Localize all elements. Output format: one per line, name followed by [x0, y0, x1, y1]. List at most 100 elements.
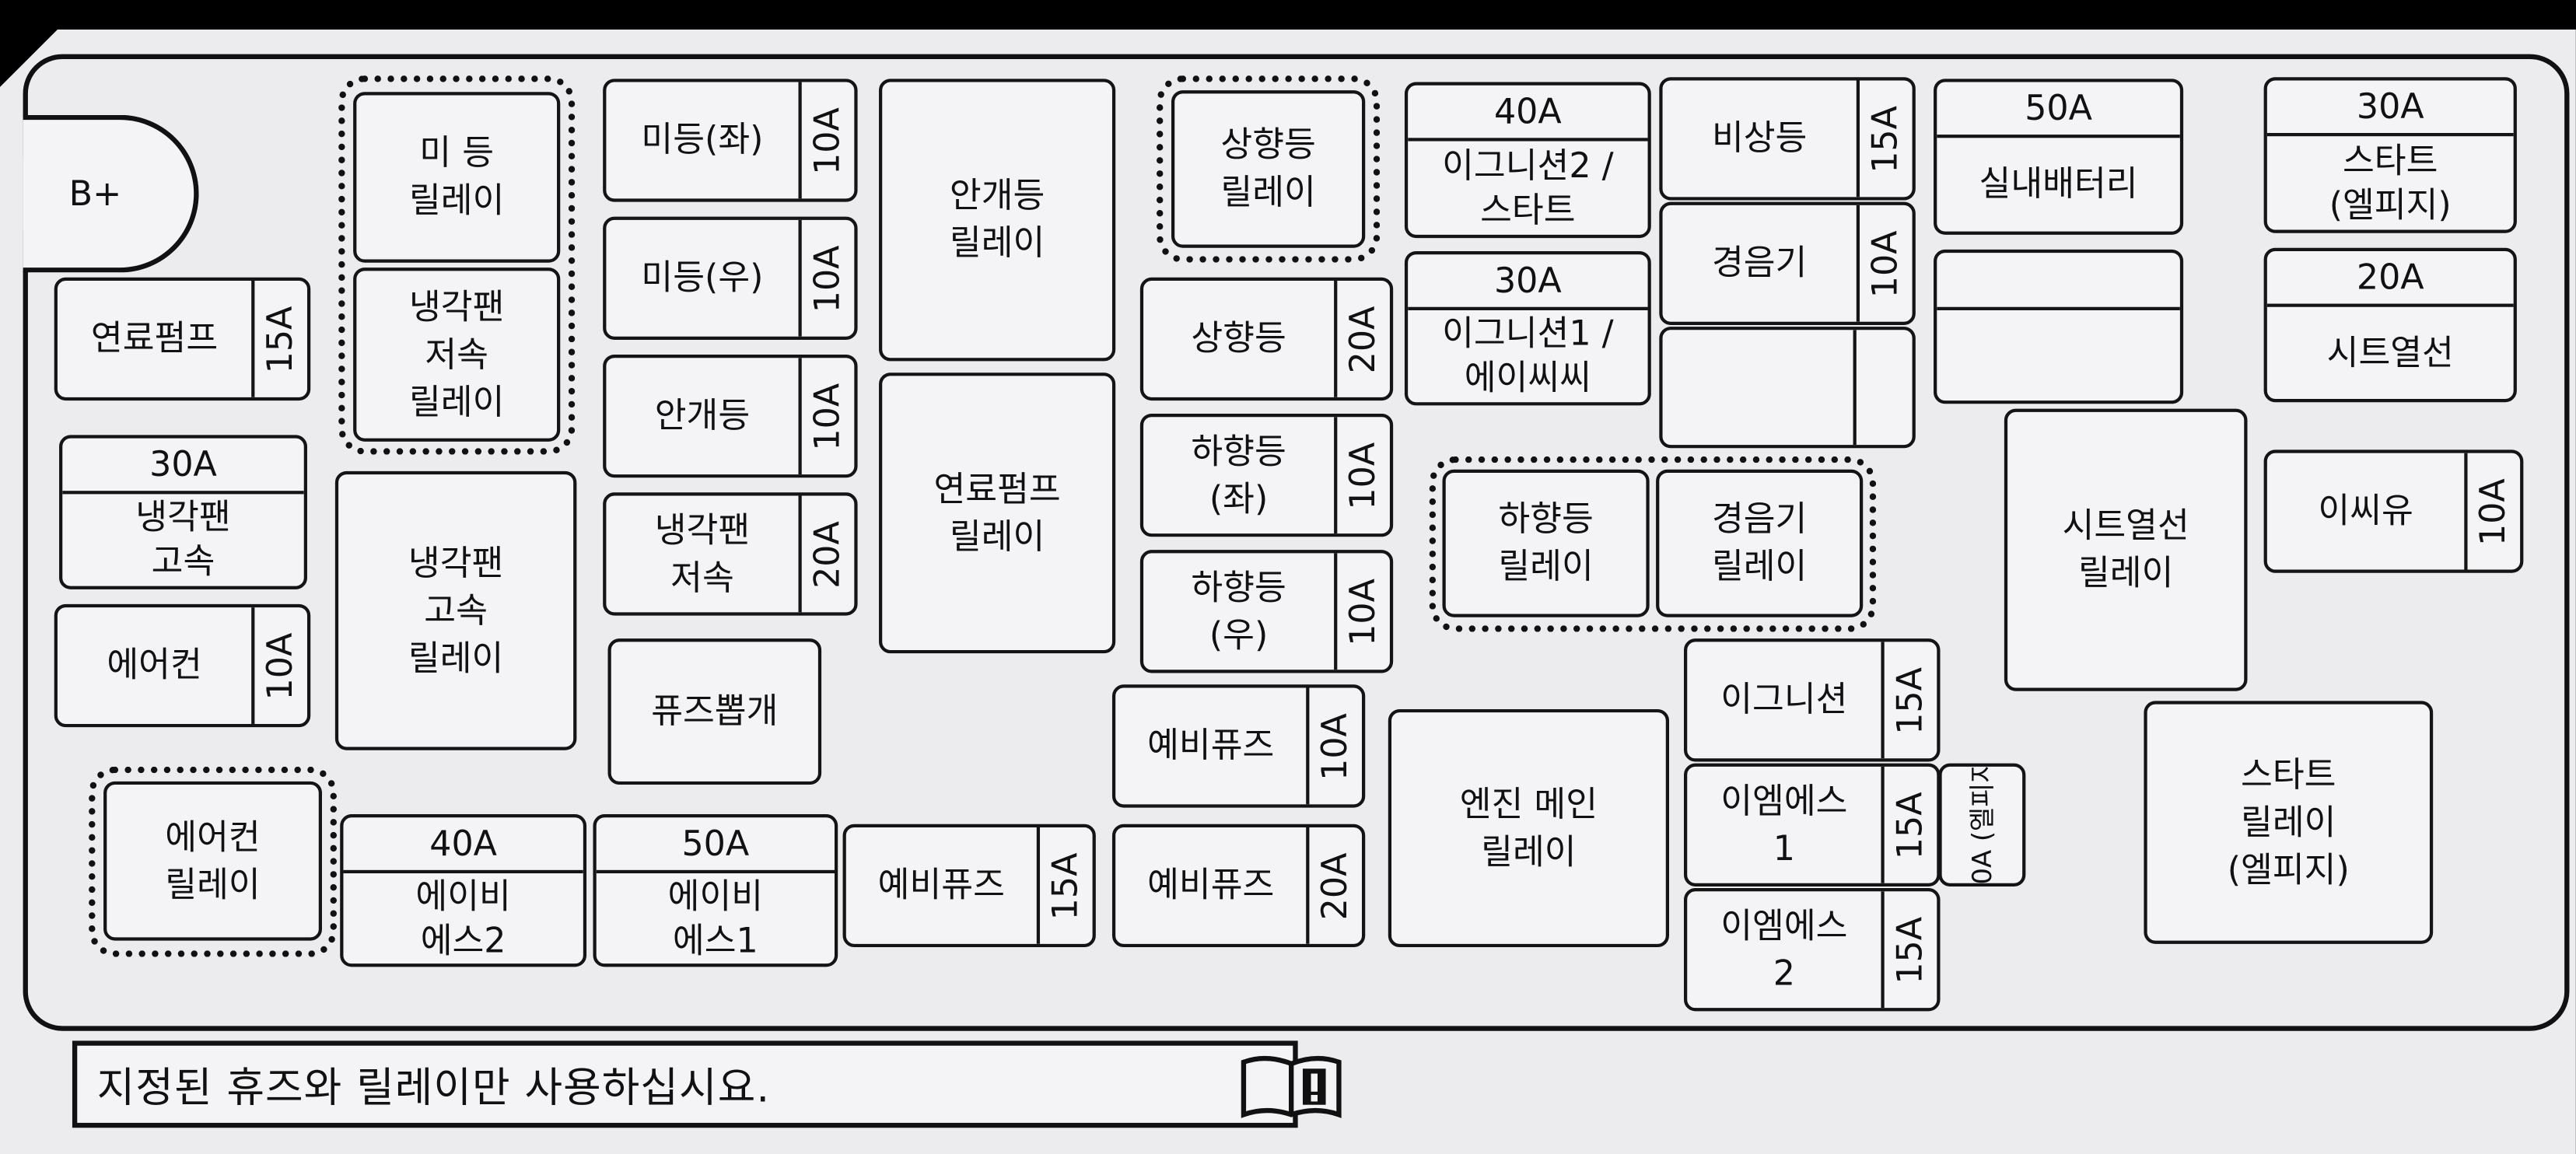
- fuse-ecu[interactable]: 이씨유 10A: [2263, 449, 2524, 573]
- battery-terminal[interactable]: B+: [23, 114, 199, 273]
- relay-horn-label: 경음기 릴레이: [1711, 498, 1808, 586]
- fuse-spare-3-amp: 15A: [1036, 827, 1093, 944]
- relay-aircon-label: 에어컨 릴레이: [165, 817, 261, 904]
- fuse-fan-low-label: 냉각팬 저속: [654, 509, 751, 597]
- relay-start-label: 스타트 릴레이 (엘피지): [2227, 754, 2350, 890]
- relay-low-beam[interactable]: 하향등 릴레이: [1442, 469, 1650, 617]
- fuse-abs-2-label: 에이비 에스2: [415, 876, 511, 960]
- fuse-ems-1[interactable]: 이엠에스 1 15A: [1684, 763, 1941, 886]
- fuse-ems-1-amp: 15A: [1881, 766, 1937, 883]
- book-warning-icon: [1241, 1055, 1342, 1118]
- relay-start[interactable]: 스타트 릴레이 (엘피지): [2144, 701, 2434, 944]
- notice-text: 지정된 휴즈와 릴레이만 사용하십시요.: [96, 1062, 771, 1111]
- fuse-fuel-pump[interactable]: 연료펌프 15A: [54, 277, 311, 401]
- fuse-tail-left[interactable]: 미등(좌) 10A: [603, 79, 858, 202]
- fuse-start-lpg-label: 스타트 (엘피지): [2329, 140, 2452, 225]
- fuse-horn-amp: 10A: [1856, 205, 1913, 322]
- fuse-abs-2-amp: 40A: [343, 817, 583, 874]
- fuse-room-battery-amp: 50A: [1937, 82, 2180, 138]
- fuse-low-beam-right[interactable]: 하향등 (우)10A: [1139, 550, 1394, 673]
- fuse-ems-2[interactable]: 이엠에스 2 15A: [1684, 888, 1941, 1012]
- fuse-tail-left-amp: 10A: [798, 82, 855, 199]
- fuse-ecu-label: 이씨유: [2318, 491, 2413, 530]
- fuse-ems-2-label: 이엠에스 2: [1720, 905, 1848, 993]
- relay-seat-heater[interactable]: 시트열선 릴레이: [2004, 408, 2248, 691]
- fuse-fuel-pump-amp: 15A: [251, 280, 307, 397]
- fuse-fuel-pump-label: 연료펌프: [90, 318, 219, 358]
- empty-fuse-slot[interactable]: [1934, 249, 2184, 404]
- notice-bar: 지정된 휴즈와 릴레이만 사용하십시요.: [72, 1040, 1342, 1128]
- fuse-box-outline: [23, 54, 2570, 1031]
- fuse-abs-1-amp: 50A: [596, 817, 835, 874]
- fuse-puller[interactable]: 퓨즈뽑개: [607, 638, 822, 785]
- relay-group-high-beam: [1156, 75, 1381, 263]
- relay-high-beam[interactable]: 상향등 릴레이: [1171, 90, 1366, 248]
- relay-fan-high[interactable]: 냉각팬 고속 릴레이: [334, 470, 577, 750]
- fuse-spare-3[interactable]: 예비퓨즈 15A: [842, 824, 1096, 948]
- relay-high-beam-label: 상향등 릴레이: [1220, 124, 1316, 212]
- relay-low-beam-label: 하향등 릴레이: [1498, 498, 1594, 586]
- relay-engine-main[interactable]: 엔진 메인 릴레이: [1388, 708, 1669, 948]
- relay-fan-low-label: 냉각팬 저속 릴레이: [408, 286, 505, 421]
- fuse-seat-heater-amp: 20A: [2266, 251, 2514, 307]
- fuse-fog-label: 안개등: [654, 395, 751, 435]
- relay-seat-heater-label: 시트열선 릴레이: [2062, 505, 2189, 593]
- relay-group-aircon: [89, 766, 338, 957]
- fuse-ignition-2-label: 이그니션2 / 스타트: [1442, 145, 1614, 229]
- relay-fog[interactable]: 안개등 릴레이: [879, 79, 1116, 362]
- fuse-seat-heater-label: 시트열선: [2326, 332, 2454, 372]
- fuse-ignition-1-label: 이그니션1 / 에이씨씨: [1442, 313, 1614, 397]
- fuse-spare-3-label: 예비퓨즈: [877, 865, 1005, 905]
- fuse-hazard-amp: 15A: [1856, 80, 1913, 198]
- relay-tail[interactable]: 미 등 릴레이: [353, 92, 561, 263]
- fuse-horn[interactable]: 경음기 10A: [1659, 201, 1916, 325]
- fuse-room-battery[interactable]: 50A 실내배터리: [1934, 79, 2184, 235]
- empty-fuse-slot[interactable]: [1659, 327, 1916, 449]
- relay-tail-label: 미 등 릴레이: [408, 132, 505, 220]
- fuse-room-battery-label: 실내배터리: [1979, 164, 2138, 204]
- battery-terminal-label: B+: [68, 173, 122, 214]
- relay-horn[interactable]: 경음기 릴레이: [1656, 469, 1864, 617]
- relay-fan-low[interactable]: 냉각팬 저속 릴레이: [353, 268, 561, 442]
- fuse-low-beam-left-amp: 10A: [1334, 417, 1390, 534]
- relay-group-low-beam-horn: [1429, 456, 1877, 632]
- relay-engine-main-label: 엔진 메인 릴레이: [1459, 784, 1598, 871]
- fuse-lpg[interactable]: 20A (엘피지): [1938, 763, 2026, 886]
- fuse-ems-1-label: 이엠에스 1: [1720, 780, 1848, 868]
- relay-fog-label: 안개등 릴레이: [949, 175, 1045, 263]
- fuse-tail-right-label: 미등(우): [641, 257, 764, 298]
- fuse-tail-right[interactable]: 미등(우)10A: [603, 216, 858, 340]
- fuse-ems-2-amp: 15A: [1881, 891, 1937, 1009]
- relay-fuel-pump[interactable]: 연료펌프 릴레이: [879, 372, 1116, 654]
- fuse-aircon[interactable]: 에어컨 10A: [54, 603, 311, 728]
- fuse-abs-1-label: 에이비 에스1: [667, 876, 764, 960]
- fuse-lpg-amp: 20A (엘피지): [1966, 763, 1998, 886]
- relay-aircon[interactable]: 에어컨 릴레이: [103, 781, 322, 941]
- fuse-tail-left-label: 미등(좌): [641, 120, 764, 159]
- fuse-ecu-amp: 10A: [2464, 453, 2520, 570]
- fuse-horn-label: 경음기: [1711, 243, 1808, 283]
- fuse-spare-2-amp: 20A: [1306, 827, 1362, 944]
- fuse-low-beam-left[interactable]: 하향등 (좌)10A: [1139, 413, 1394, 537]
- fuse-aircon-label: 에어컨: [107, 645, 202, 685]
- fuse-seat-heater[interactable]: 20A 시트열선: [2263, 247, 2517, 403]
- fuse-high-beam-label: 상향등: [1191, 318, 1286, 358]
- fuse-ignition-1-amp: 30A: [1408, 254, 1648, 310]
- fuse-aircon-amp: 10A: [251, 607, 307, 724]
- fuse-ignition-label: 이그니션: [1720, 679, 1848, 719]
- fuse-ignition-2-amp: 40A: [1408, 86, 1648, 142]
